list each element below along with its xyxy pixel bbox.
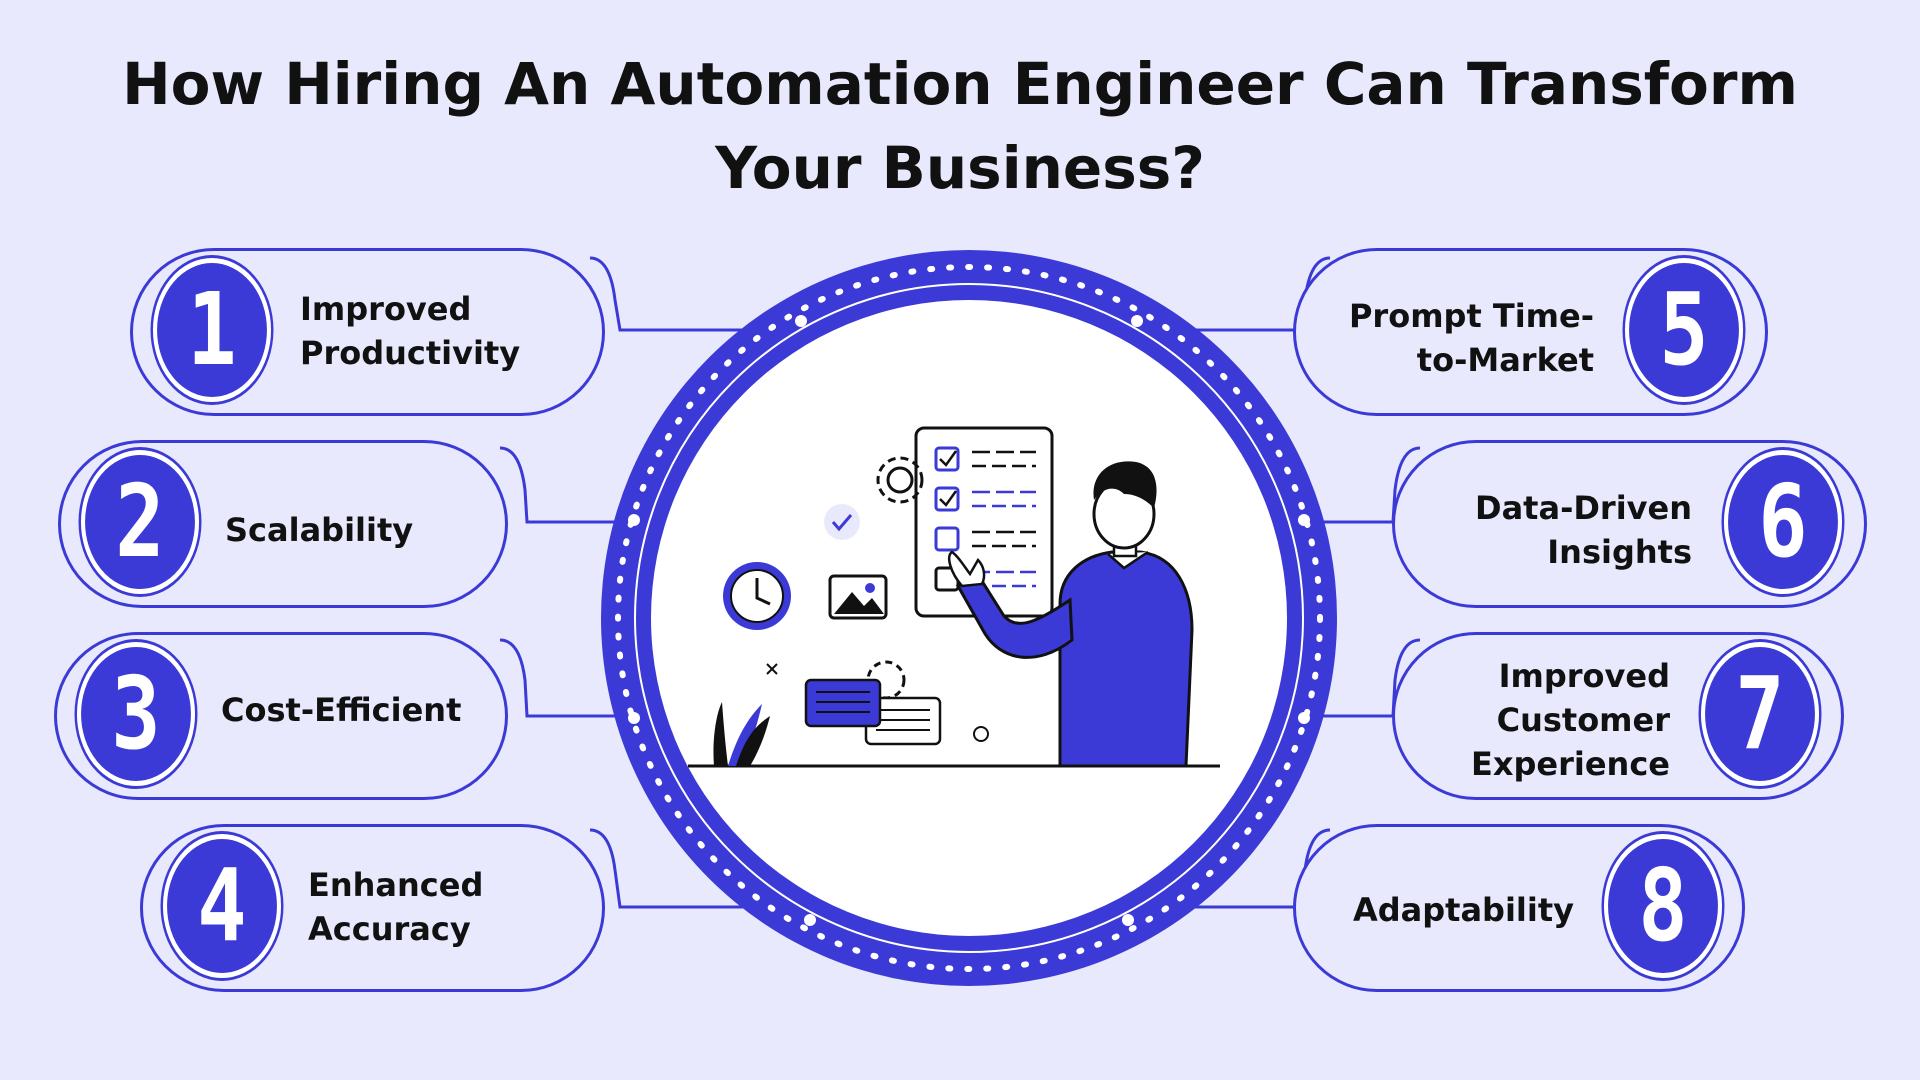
- item-2-number: 2: [80, 450, 200, 594]
- item-8-label: Adaptability: [1330, 888, 1574, 932]
- item-6-number: 6: [1723, 450, 1843, 594]
- connector-2: [499, 446, 640, 524]
- item-1-number: 1: [152, 258, 272, 402]
- clock-icon: [723, 562, 791, 630]
- item-2-label-line-1: Scalability: [225, 511, 414, 549]
- title-line-1: How Hiring An Automation Engineer Can Tr…: [122, 50, 1798, 118]
- image-icon: [828, 574, 888, 620]
- check-icon: [824, 504, 860, 540]
- item-3-label-line-1: Cost-Efficient: [221, 691, 462, 729]
- sparkle-icon: [766, 663, 778, 675]
- title-line-2: Your Business?: [715, 134, 1205, 202]
- item-3-number: 3: [76, 642, 196, 786]
- item-6-label-line-1: Data-Driven: [1475, 489, 1692, 527]
- connector-7: [1280, 638, 1421, 718]
- item-7-label-line-2: Customer: [1496, 701, 1670, 739]
- item-3-label: Cost-Efficient: [221, 688, 461, 732]
- item-5-number: 5: [1624, 258, 1744, 402]
- item-7-number: 7: [1700, 642, 1820, 786]
- item-5-label-line-2: to-Market: [1416, 341, 1594, 379]
- item-6-label-line-2: Insights: [1547, 533, 1692, 571]
- connector-4: [589, 828, 745, 909]
- item-8-label-line-1: Adaptability: [1352, 891, 1574, 929]
- item-2-label: Scalability: [225, 508, 413, 552]
- chat-card-icon: [804, 660, 942, 746]
- item-4-label-line-1: Enhanced: [308, 866, 484, 904]
- item-4-label: Enhanced Accuracy: [308, 863, 483, 951]
- item-4-number: 4: [162, 834, 282, 978]
- item-5-label-line-1: Prompt Time-: [1348, 297, 1594, 335]
- item-5-label: Prompt Time- to-Market: [1330, 294, 1594, 382]
- connector-1: [589, 256, 745, 332]
- item-1-label-line-1: Improved: [300, 290, 472, 328]
- item-1-label: Improved Productivity: [300, 287, 520, 375]
- item-7-label-line-1: Improved: [1498, 657, 1670, 695]
- central-ring: [601, 250, 1337, 986]
- dot-icon: [973, 726, 989, 742]
- plant-icon: [713, 702, 770, 766]
- gear-icon: [876, 456, 924, 504]
- item-8-number: 8: [1603, 834, 1723, 978]
- item-1-label-line-2: Productivity: [300, 334, 521, 372]
- item-6-label: Data-Driven Insights: [1430, 486, 1692, 574]
- item-4-label-line-2: Accuracy: [308, 910, 471, 948]
- person-figure: [948, 461, 1194, 768]
- connector-6: [1280, 446, 1421, 524]
- connector-3: [499, 638, 640, 718]
- page-title: How Hiring An Automation Engineer Can Tr…: [100, 42, 1820, 210]
- item-7-label-line-3: Experience: [1470, 745, 1670, 783]
- item-7-label: Improved Customer Experience: [1430, 654, 1670, 786]
